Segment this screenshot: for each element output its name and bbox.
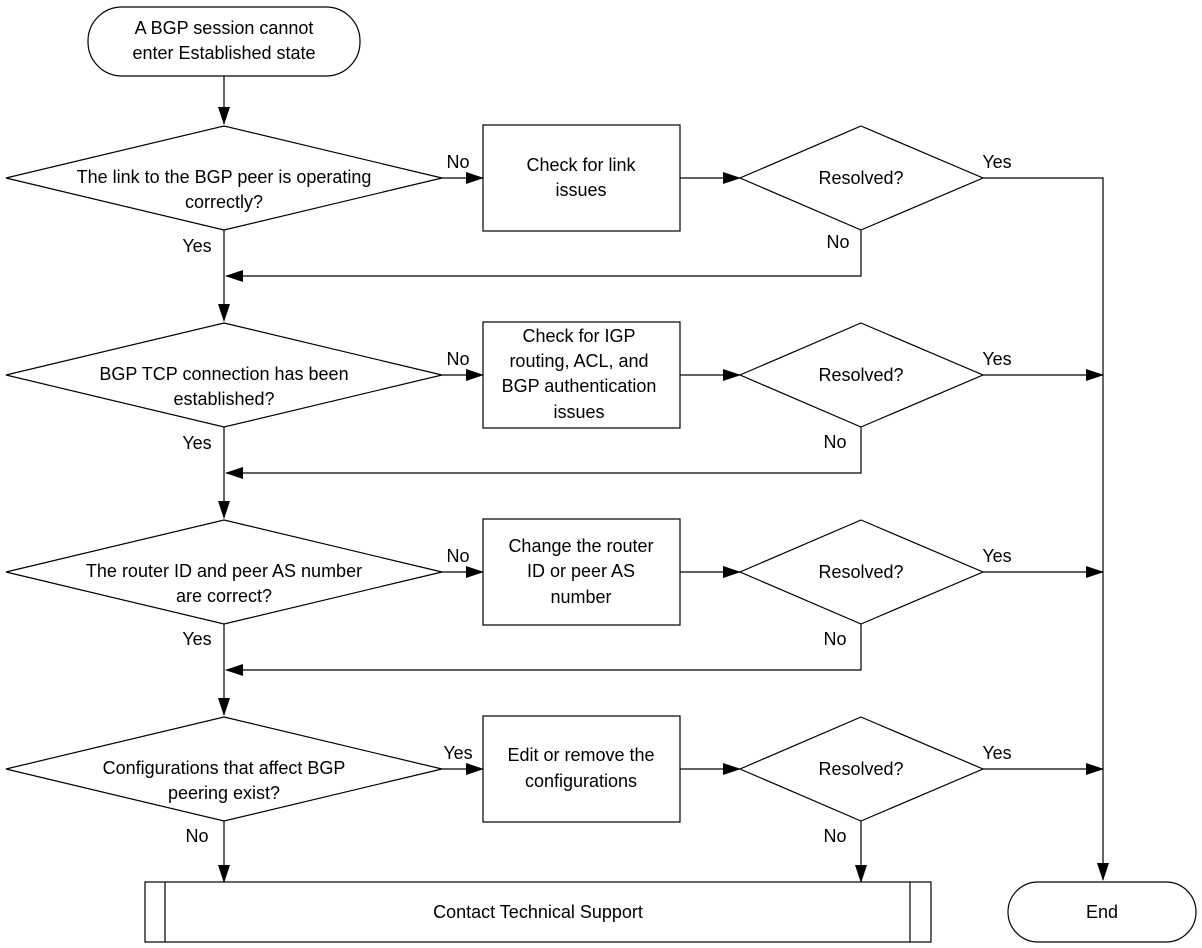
resolved-1-text: Resolved? (818, 168, 903, 188)
decision-tcp-established: BGP TCP connection has been established? (5, 322, 443, 428)
connector-resolved1-no-back (225, 230, 862, 282)
resolved-1-yes-label: Yes (982, 152, 1011, 172)
decision-1-branch-label: No (446, 152, 469, 172)
action-2-text-line4: issues (553, 402, 604, 422)
decision-2-text-line2: established? (173, 389, 274, 409)
action-change-router-id: Change the router ID or peer AS number (482, 518, 681, 626)
decision-resolved-1: Resolved? (738, 125, 985, 231)
resolved-4-yes-label: Yes (982, 743, 1011, 763)
decision-resolved-3: Resolved? (738, 519, 985, 625)
resolved-3-text: Resolved? (818, 562, 903, 582)
end-text: End (1086, 902, 1118, 922)
decision-3-branch-label: No (446, 546, 469, 566)
action-3-text-line2: ID or peer AS (527, 561, 635, 581)
decision-4-text-line2: peering exist? (168, 783, 280, 803)
resolved-3-no-label: No (823, 629, 846, 649)
resolved-2-text: Resolved? (818, 365, 903, 385)
end-terminator: End (1007, 881, 1197, 943)
decision-4-down-label: No (185, 826, 208, 846)
decision-1-text-line2: correctly? (185, 192, 263, 212)
decision-1-text-line1: The link to the BGP peer is operating (77, 167, 372, 187)
action-2-text-line3: BGP authentication (502, 376, 657, 396)
support-text: Contact Technical Support (433, 902, 643, 922)
action-edit-configurations: Edit or remove the configurations (482, 715, 681, 823)
decision-2-branch-label: No (446, 349, 469, 369)
decision-1-down-label: Yes (182, 236, 211, 256)
action-2-text-line2: routing, ACL, and (509, 351, 648, 371)
contact-technical-support-box: Contact Technical Support (144, 881, 932, 943)
decision-link-operating: The link to the BGP peer is operating co… (5, 125, 443, 231)
action-3-text-line1: Change the router (508, 536, 653, 556)
action-4-text-line1: Edit or remove the (507, 745, 654, 765)
connector-resolved1-yes-to-end (983, 177, 1109, 881)
resolved-2-no-label: No (823, 432, 846, 452)
decision-resolved-2: Resolved? (738, 322, 985, 428)
decision-router-id-as-correct: The router ID and peer AS number are cor… (5, 519, 443, 625)
decision-3-text-line1: The router ID and peer AS number (86, 561, 362, 581)
decision-configurations-exist: Configurations that affect BGP peering e… (5, 716, 443, 822)
resolved-1-no-label: No (826, 232, 849, 252)
action-check-igp-acl-auth: Check for IGP routing, ACL, and BGP auth… (482, 321, 681, 429)
action-1-text-line2: issues (555, 180, 606, 200)
action-1-text-line1: Check for link (526, 155, 636, 175)
resolved-2-yes-label: Yes (982, 349, 1011, 369)
action-2-text-line1: Check for IGP (522, 326, 635, 346)
action-3-text-line3: number (550, 587, 611, 607)
action-check-link: Check for link issues (482, 124, 681, 232)
decision-2-text-line1: BGP TCP connection has been (99, 364, 348, 384)
resolved-3-yes-label: Yes (982, 546, 1011, 566)
connector-resolved3-no-back (225, 624, 862, 676)
start-text-line1: A BGP session cannot (135, 18, 314, 38)
resolved-4-text: Resolved? (818, 759, 903, 779)
decision-3-text-line2: are correct? (176, 586, 272, 606)
start-terminator: A BGP session cannot enter Established s… (87, 6, 361, 77)
action-4-text-line2: configurations (525, 771, 637, 791)
decision-resolved-4: Resolved? (738, 716, 985, 822)
decision-4-text-line1: Configurations that affect BGP (103, 758, 346, 778)
decision-2-down-label: Yes (182, 433, 211, 453)
decision-3-down-label: Yes (182, 629, 211, 649)
connector-resolved2-no-back (225, 427, 862, 479)
start-text-line2: enter Established state (132, 43, 315, 63)
resolved-4-no-label: No (823, 826, 846, 846)
decision-4-branch-label: Yes (443, 743, 472, 763)
